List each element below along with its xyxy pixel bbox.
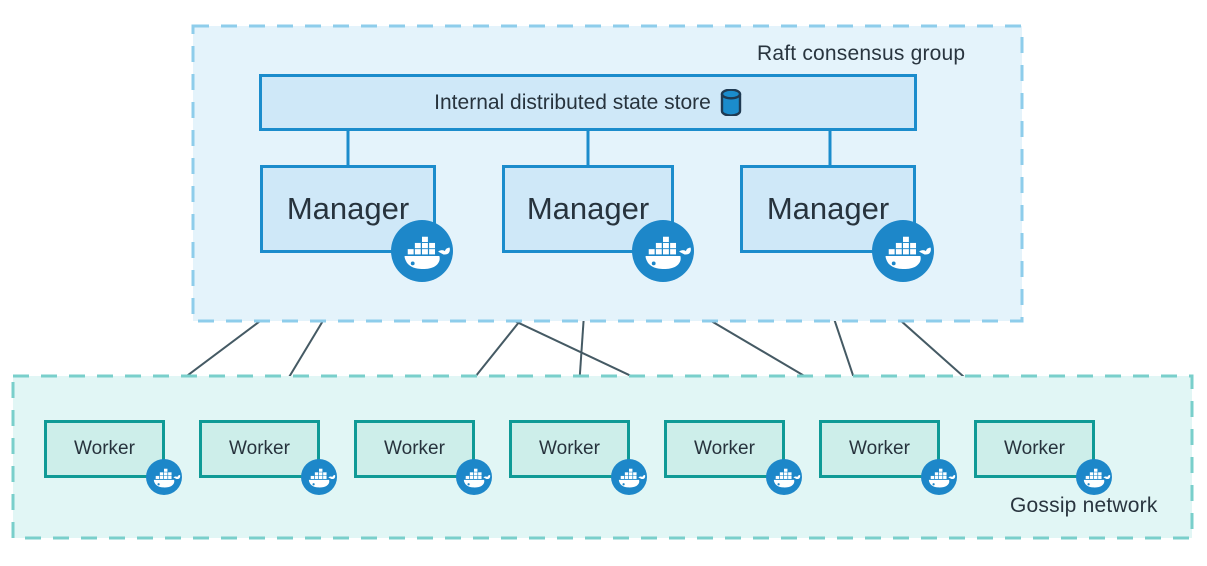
worker-box-4[interactable]: Worker [509,420,630,478]
docker-icon-worker-2 [301,459,337,495]
docker-icon-manager-3 [872,220,934,282]
state-store-box[interactable]: Internal distributed state store [259,74,917,131]
docker-icon-worker-7 [1076,459,1112,495]
manager-box-3-label: Manager [766,191,890,226]
worker-box-5-label: Worker [694,438,755,459]
worker-box-2-label: Worker [229,438,290,459]
worker-box-1[interactable]: Worker [44,420,165,478]
state-store-box-label: Internal distributed state store [434,90,711,114]
worker-box-6-label: Worker [849,438,910,459]
worker-box-3[interactable]: Worker [354,420,475,478]
docker-icon-manager-1 [391,220,453,282]
worker-box-5[interactable]: Worker [664,420,785,478]
worker-box-7-label: Worker [1004,438,1065,459]
docker-icon-worker-1 [146,459,182,495]
group-label-raft-consensus-group: Raft consensus group [757,42,966,65]
database-cylinder-icon [720,89,742,116]
worker-box-6[interactable]: Worker [819,420,940,478]
manager-box-2-label: Manager [526,191,650,226]
docker-icon-manager-2 [632,220,694,282]
docker-icon-worker-6 [921,459,957,495]
docker-icon-worker-3 [456,459,492,495]
worker-box-7[interactable]: Worker [974,420,1095,478]
group-label-gossip-network: Gossip network [1010,494,1158,517]
docker-icon-worker-4 [611,459,647,495]
worker-box-3-label: Worker [384,438,445,459]
worker-box-1-label: Worker [74,438,135,459]
worker-box-2[interactable]: Worker [199,420,320,478]
manager-box-1-label: Manager [286,191,410,226]
docker-icon-worker-5 [766,459,802,495]
worker-box-4-label: Worker [539,438,600,459]
